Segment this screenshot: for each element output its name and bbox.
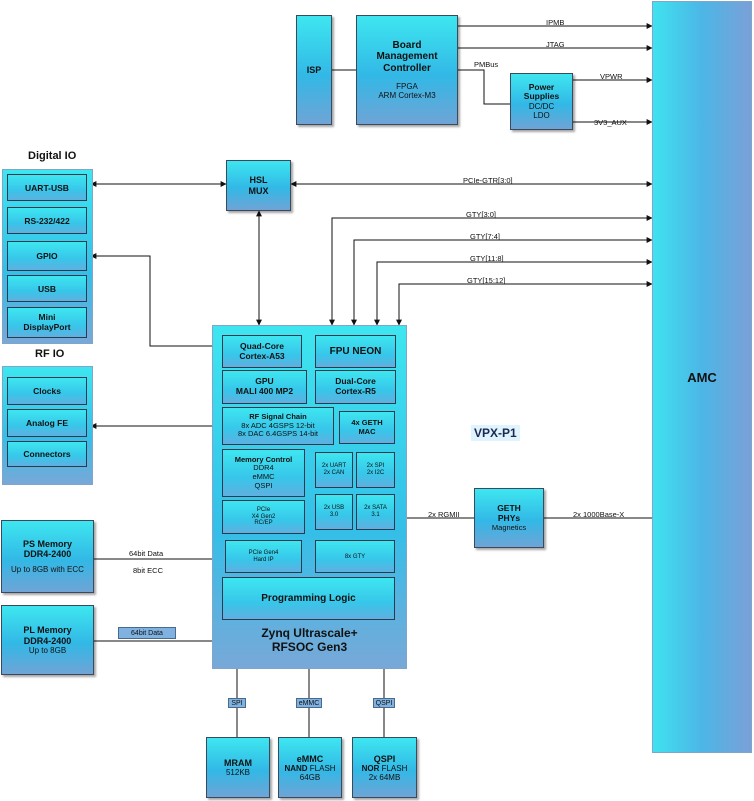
power-supplies-block: Power Supplies DC/DC LDO: [510, 73, 573, 130]
digital-io-item: GPIO: [7, 241, 87, 271]
ipmb-label: IPMB: [546, 18, 565, 27]
sata-block: 2x SATA 3.1: [356, 494, 395, 530]
aux-label: 3V3_AUX: [594, 118, 627, 127]
rf-io-item: Connectors: [7, 441, 87, 467]
rf-io-item: Clocks: [7, 377, 87, 405]
gpu-block: GPU MALI 400 MP2: [222, 370, 307, 404]
digital-io-title: Digital IO: [28, 150, 77, 162]
hsl-label-2: MUX: [248, 185, 269, 196]
rf-signal-chain-block: RF Signal Chain 8x ADC 4GSPS 12-bit 8x D…: [222, 407, 334, 445]
memory-control-block: Memory Control DDR4 eMMC QSPI: [222, 449, 305, 497]
digital-io-item: UART-USB: [7, 174, 87, 201]
gty30-label: GTY[3:0]: [466, 210, 497, 219]
vpx-p1-label: VPX-P1: [471, 425, 520, 441]
gty74-line: [351, 237, 653, 326]
power-title-1: Power: [528, 81, 555, 92]
pmbus-label: PMBus: [474, 60, 499, 69]
gty118-label: GTY[11:8]: [470, 254, 504, 263]
pl-data-tag: 64bit Data: [118, 627, 176, 639]
bmc-title-1: Board: [392, 39, 422, 51]
power-sub-1: DC/DC: [528, 102, 555, 112]
isp-label: ISP: [306, 65, 322, 75]
qspi-tag: QSPI: [373, 698, 395, 708]
uart-can-block: 2x UART 2x CAN: [315, 452, 353, 488]
gty30-line: [329, 215, 653, 326]
dual-core-block: Dual-Core Cortex-R5: [315, 370, 396, 404]
isp-block: ISP: [296, 15, 332, 125]
rf-io-item: Analog FE: [7, 409, 87, 437]
emmc-block: eMMC NAND FLASH 64GB: [278, 737, 342, 798]
soc-title: Zynq Ultrascale+ RFSOC Gen3: [261, 626, 358, 654]
hsl-mux-block: HSL MUX: [226, 160, 291, 211]
amc-label: AMC: [687, 369, 717, 385]
qspi-block: QSPI NOR FLASH 2x 64MB: [352, 737, 417, 798]
power-title-2: Supplies: [523, 91, 560, 102]
bmc-sub-2: ARM Cortex-M3: [378, 91, 436, 101]
mram-block: MRAM 512KB: [206, 737, 270, 798]
hsl-label-1: HSL: [249, 175, 268, 186]
gty1512-line: [396, 281, 653, 326]
jtag-label: JTAG: [546, 40, 565, 49]
ps-memory-block: PS Memory DDR4-2400 Up to 8GB with ECC: [1, 520, 94, 593]
quad-core-block: Quad-Core Cortex-A53: [222, 335, 302, 368]
gty-block: 8x GTY: [315, 540, 395, 573]
pcie-gen4-block: PCIe Gen4 Hard IP: [225, 540, 302, 573]
digital-io-item: RS-232/422: [7, 207, 87, 234]
pmbus-line: [458, 69, 510, 105]
bmc-sub-1: FPGA: [396, 82, 418, 92]
digital-io-item: Mini DisplayPort: [7, 307, 87, 338]
pl-memory-block: PL Memory DDR4-2400 Up to 8GB: [1, 605, 94, 675]
programming-logic-block: Programming Logic: [222, 577, 395, 620]
bmc-title-3: Controller: [383, 62, 431, 74]
fpu-block: FPU NEON: [315, 335, 396, 368]
rgmii-label: 2x RGMII: [428, 510, 460, 519]
spi-tag: SPI: [228, 698, 246, 708]
spi-i2c-block: 2x SPI 2x I2C: [356, 452, 395, 488]
pcie-gtr-label: PCIe-GTR[3:0]: [463, 176, 513, 185]
emmc-tag: eMMC: [296, 698, 322, 708]
amc-block: AMC: [652, 1, 752, 753]
digital-io-item: USB: [7, 275, 87, 302]
rf-io-title: RF IO: [35, 348, 65, 360]
vpwr-label: VPWR: [600, 72, 623, 81]
geth-phy-block: GETH PHYs Magnetics: [474, 488, 544, 548]
gpio-soc-line: [90, 253, 222, 347]
gty118-line: [374, 259, 653, 326]
usb30-block: 2x USB 3.0: [315, 494, 353, 530]
gty74-label: GTY[7:4]: [470, 232, 501, 241]
bmc-title-2: Management: [376, 51, 438, 63]
ps-ecc-label: 8bit ECC: [133, 566, 164, 575]
bmc-block: Board Management Controller FPGA ARM Cor…: [356, 15, 458, 125]
gty1512-label: GTY[15:12]: [467, 276, 506, 285]
power-sub-2: LDO: [533, 111, 550, 121]
ps-data-label: 64bit Data: [129, 549, 164, 558]
basex-label: 2x 1000Base-X: [573, 510, 625, 519]
geth-mac-block: 4x GETH MAC: [339, 411, 395, 444]
pcie-x4-block: PCIe X4 Gen2 RC/EP: [222, 500, 305, 534]
